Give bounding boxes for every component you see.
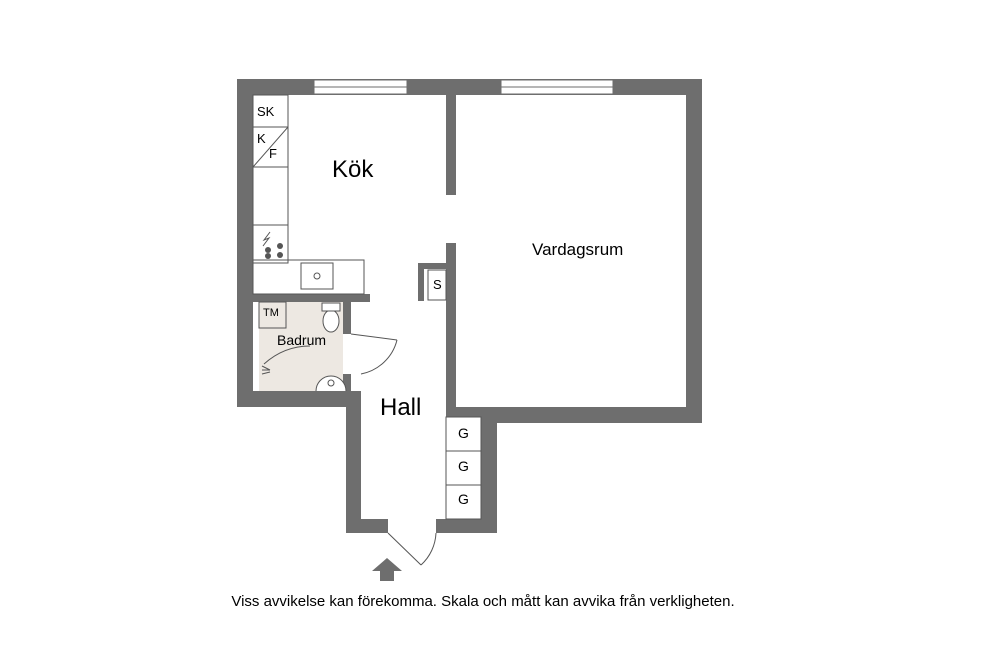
fixture-label-g1: G [458, 425, 469, 441]
stove-burners [265, 243, 283, 259]
room-label-kok: Kök [332, 156, 374, 183]
room-label-badrum: Badrum [277, 332, 327, 348]
wall-inner-lower [446, 243, 456, 417]
wall-bath-right [343, 302, 351, 334]
disclaimer-text: Viss avvikelse kan förekomma. Skala och … [231, 593, 735, 610]
wall-inner-upper [446, 95, 456, 195]
entrance-arrow-icon [372, 558, 402, 581]
fixture-label-sk: SK [257, 104, 275, 119]
fixture-label-f: F [269, 146, 277, 161]
wall-left [237, 79, 253, 407]
wall-bath-right-low [343, 374, 351, 394]
shower [261, 345, 311, 375]
wall-bath-bottom [237, 391, 361, 407]
bathroom-door [350, 333, 398, 375]
wall-hall-bottom-left [346, 519, 388, 533]
bathroom-fixtures [258, 301, 347, 392]
windows [313, 79, 614, 95]
wall-hall-left [346, 391, 361, 533]
kitchen-counter [252, 94, 365, 295]
entrance-door [387, 532, 437, 566]
wall-hall-right [481, 407, 497, 533]
washbasin [315, 375, 347, 392]
fixture-label-k: K [257, 131, 266, 146]
sink [300, 262, 334, 290]
room-label-vardagsrum: Vardagsrum [532, 240, 624, 259]
wall-hall-bottom-right [436, 519, 497, 533]
fixture-label-s: S [433, 277, 442, 292]
wall-storage-top [420, 263, 450, 269]
wall-right [686, 79, 702, 423]
tm-box [258, 301, 287, 329]
wall-living-bottom [446, 407, 702, 423]
fixture-label-g3: G [458, 491, 469, 507]
wall-storage-left [418, 263, 424, 301]
wall-top [237, 79, 702, 95]
fixture-label-tm: TM [263, 307, 279, 319]
wardrobes [445, 416, 482, 520]
wall-kitchen-bath [253, 294, 370, 302]
storage-s-box [427, 269, 447, 301]
room-label-hall: Hall [380, 394, 422, 421]
fixture-label-g2: G [458, 458, 469, 474]
toilet [322, 309, 340, 333]
